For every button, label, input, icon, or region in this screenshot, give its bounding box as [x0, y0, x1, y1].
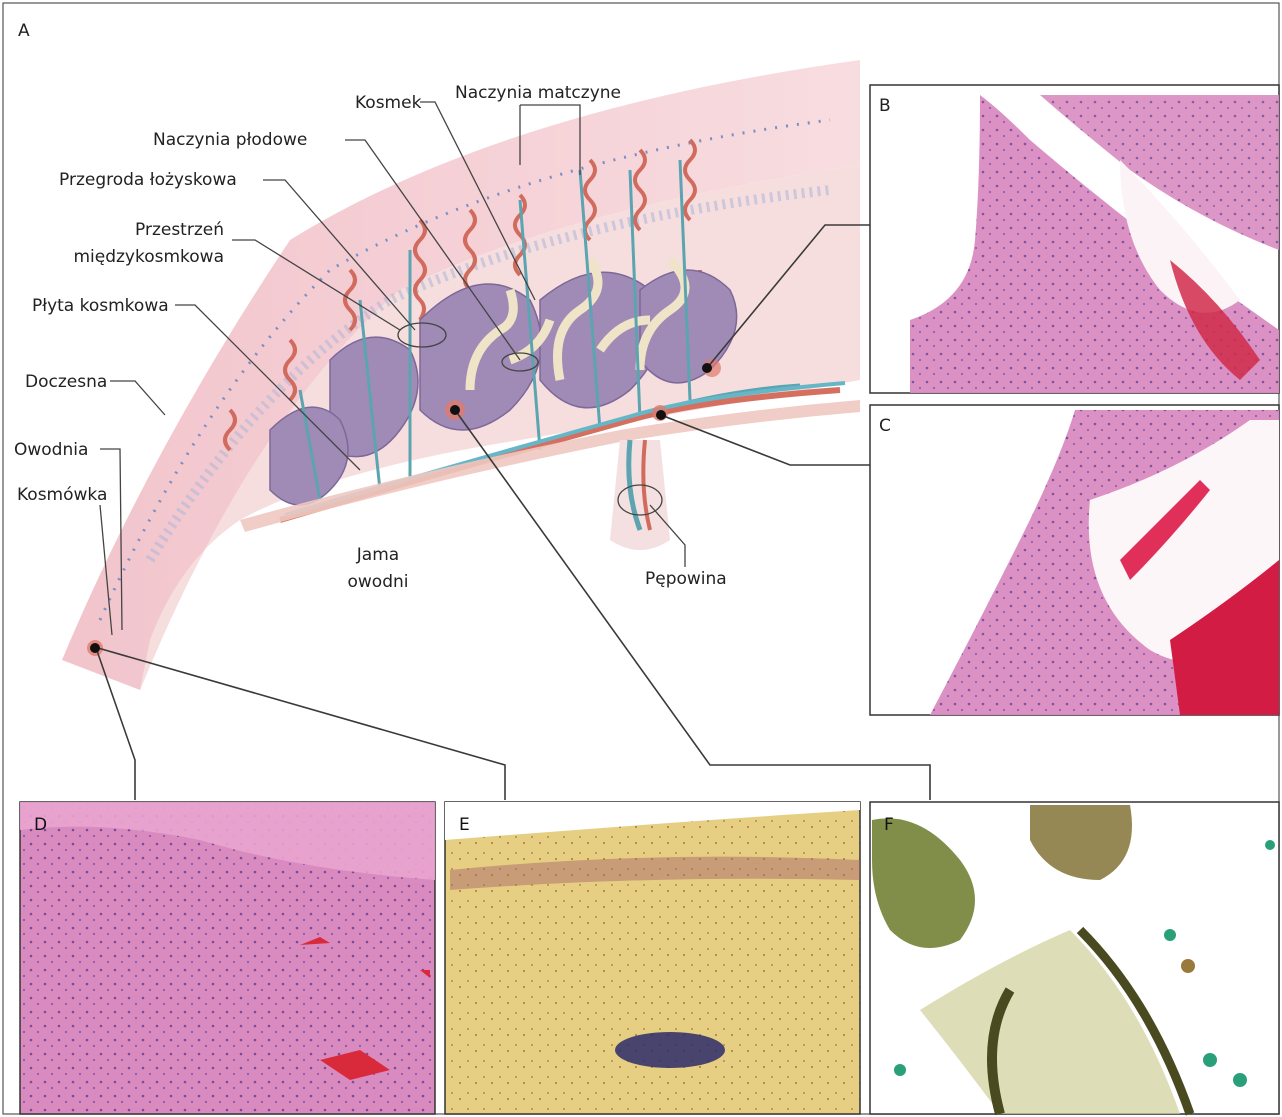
label-chorionic-plate: Płyta kosmkowa — [32, 296, 169, 316]
label-villus: Kosmek — [355, 93, 422, 113]
label-intervillous-space-line1: Przestrzeń — [135, 220, 224, 240]
label-umbilical-cord: Pępowina — [645, 569, 727, 589]
panel-label-a: A — [18, 21, 30, 41]
label-amniotic-cavity-line1: Jama — [356, 545, 399, 565]
label-amnion: Owodnia — [14, 440, 88, 460]
micrograph-f: F — [870, 802, 1279, 1114]
label-fetal-vessels: Naczynia płodowe — [153, 130, 307, 150]
micrograph-c: C — [870, 405, 1279, 715]
panel-label-d: D — [34, 815, 47, 835]
label-chorion: Kosmówka — [17, 485, 107, 505]
panel-label-f: F — [884, 815, 894, 835]
micrograph-b: B — [870, 85, 1279, 393]
label-placental-septum: Przegroda łożyskowa — [59, 170, 237, 190]
panel-label-b: B — [879, 96, 891, 116]
umbilical-cord — [610, 440, 670, 550]
panel-label-e: E — [459, 815, 470, 835]
label-amniotic-cavity-line2: owodni — [348, 572, 409, 592]
micrograph-d: D — [20, 802, 435, 1114]
micrograph-e: E — [445, 802, 860, 1114]
label-intervillous-space-line2: międzykosmkowa — [73, 247, 224, 267]
label-decidua: Doczesna — [25, 372, 107, 392]
label-maternal-vessels: Naczynia matczyne — [455, 83, 621, 103]
panel-label-c: C — [879, 416, 891, 436]
